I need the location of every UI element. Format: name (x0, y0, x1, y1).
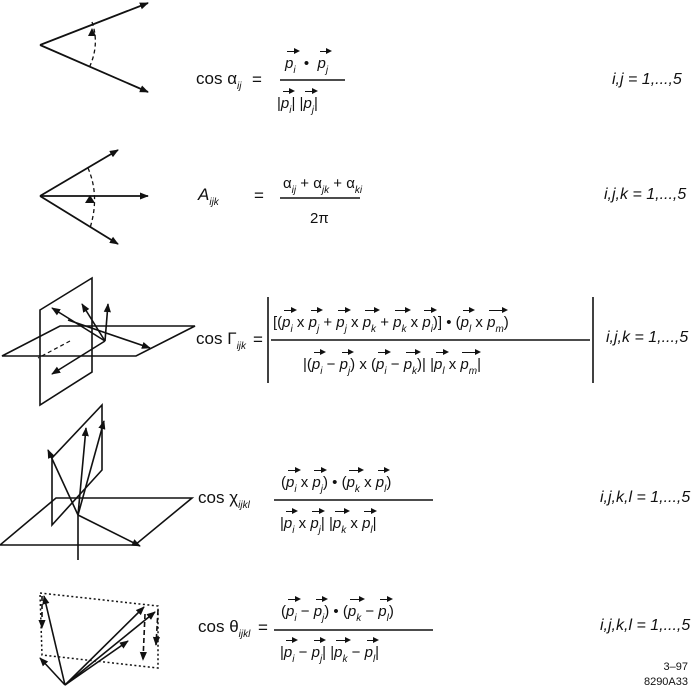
cos-Gamma-numerator: [(pi x pj + pj x pk + pk x pi)] • (pl x … (273, 306, 509, 335)
cos-Gamma-range: i,j,k = 1,...,5 (606, 329, 689, 346)
cos-Gamma-denominator: |(pi − pj) x (pi − pk)| |pl x pm| (303, 348, 482, 377)
formula-rules (267, 79, 594, 631)
cos-Gamma-lhs: cos Γijk (196, 329, 247, 352)
cos-alpha-lhs: cos αij (196, 69, 242, 92)
cos-theta-numerator: (pi − pj) • (pk − pl) (281, 595, 394, 624)
A-ijk-lhs: Aijk (198, 185, 219, 208)
dihedral-torsion-vectors-sketch (38, 592, 161, 686)
solid-angle-three-vectors-sketch (39, 149, 149, 245)
dihedral-planes-vectors-sketch (0, 402, 195, 560)
cos-theta-range: i,j,k,l = 1,...,5 (600, 617, 691, 634)
cos-theta-equals: = (258, 618, 268, 637)
A-ijk-equals: = (254, 186, 264, 205)
figure-code-line2: 8290A33 (643, 676, 688, 688)
cos-chi-range: i,j,k,l = 1,...,5 (600, 489, 691, 506)
cos-alpha-denominator: |pi| |pj| (277, 87, 318, 116)
A-ijk-range: i,j,k = 1,...,5 (604, 186, 687, 203)
cos-chi-numerator: (pi x pj) • (pk x pl) (281, 466, 392, 495)
cos-alpha-numerator: pi • pj (285, 47, 332, 76)
angle-two-vectors-sketch (39, 2, 149, 93)
A-ijk-denominator: 2π (310, 210, 329, 227)
two-planes-vectors-sketch (1, 276, 196, 407)
figure-code-line1: 3–97 (663, 661, 688, 673)
cos-theta-lhs: cos θijkl (198, 617, 251, 640)
cos-alpha-equals: = (252, 70, 262, 89)
cos-chi-denominator: |pi x pj| |pk x pl| (280, 507, 377, 536)
cos-theta-denominator: |pi − pj| |pk − pl| (280, 636, 380, 665)
cos-alpha-range: i,j = 1,...,5 (612, 71, 682, 88)
cos-Gamma-equals: = (253, 330, 263, 349)
A-ijk-numerator: αij + αjk + αki (283, 175, 363, 196)
cos-chi-lhs: cos χijkl (198, 488, 250, 511)
